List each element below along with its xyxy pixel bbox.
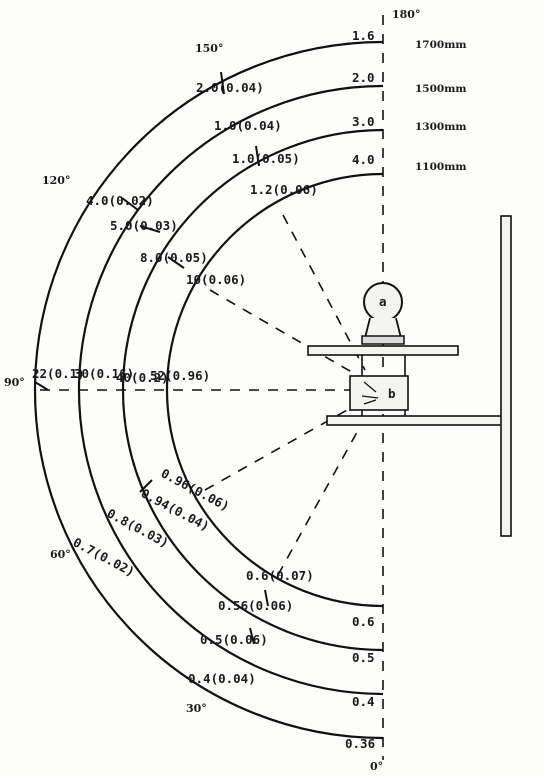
label-90-outer: 22(0.1) [32,366,85,381]
label-90-r4: 52(0.96) [150,368,210,383]
label-150-r3: 1.0(0.05) [232,151,300,166]
support-bar [500,215,512,537]
tick-120-r3 [167,256,185,269]
angle-180: 180° [392,8,420,21]
dist-1700: 1700mm [415,39,466,51]
bottom-val-1: 0.36 [345,736,375,751]
arc-1100mm [165,172,384,608]
label-150-r4: 1.2(0.06) [250,182,318,197]
tick-120-outer [121,197,139,211]
tick-150-outer [220,71,225,95]
angle-90: 90° [4,376,25,389]
dist-1500: 1500mm [415,83,466,95]
top-val-3: 3.0 [352,114,375,129]
label-120-r2: 5.0(0.03) [110,218,178,233]
lower-plate [326,415,508,426]
ray-120 [209,289,363,379]
label-120-r4: 10(0.06) [186,272,246,287]
label-90-r2: 30(0.16) [74,366,134,381]
label-150-outer: 2.0(0.04) [196,80,264,95]
detector-label: b [388,386,396,401]
tick-30-r2 [249,627,255,645]
label-30-r2: 0.5(0.06) [200,632,268,647]
source-label: a [379,294,387,309]
label-60-outer: 0.7(0.02) [71,534,138,579]
dist-1100: 1100mm [415,161,466,173]
label-30-r4: 0.6(0.07) [246,568,314,583]
detector-b [349,375,409,411]
angle-30: 30° [186,702,207,715]
label-30-r3: 0.56(0.06) [218,598,293,613]
ray-60 [204,399,366,491]
bottom-val-2: 0.4 [352,694,375,709]
angle-120: 120° [42,174,70,187]
tick-150-r3 [255,145,260,167]
label-90-r3: 40(0.2) [116,370,169,385]
bottom-val-4: 0.6 [352,614,375,629]
label-30-outer: 0.4(0.04) [188,671,256,686]
arc-1700mm [33,40,384,740]
tick-120-r2 [139,225,161,233]
upper-plate [307,345,459,356]
label-150-r2: 1.0(0.04) [214,118,282,133]
ray-30 [277,404,373,576]
top-val-4: 4.0 [352,152,375,167]
tick-60-r3 [139,479,153,493]
angle-60: 60° [50,548,71,561]
source-a [361,282,405,345]
tick-30-r3 [264,589,269,607]
label-120-r3: 8.0(0.05) [140,250,208,265]
bottom-val-3: 0.5 [352,650,375,665]
dist-1300: 1300mm [415,121,466,133]
angle-0: 0° [370,760,383,773]
angle-150: 150° [195,42,223,55]
top-val-2: 2.0 [352,70,375,85]
top-val-1: 1.6 [352,28,375,43]
label-120-outer: 4.0(0.02) [86,193,154,208]
tick-90-outer [34,381,49,391]
